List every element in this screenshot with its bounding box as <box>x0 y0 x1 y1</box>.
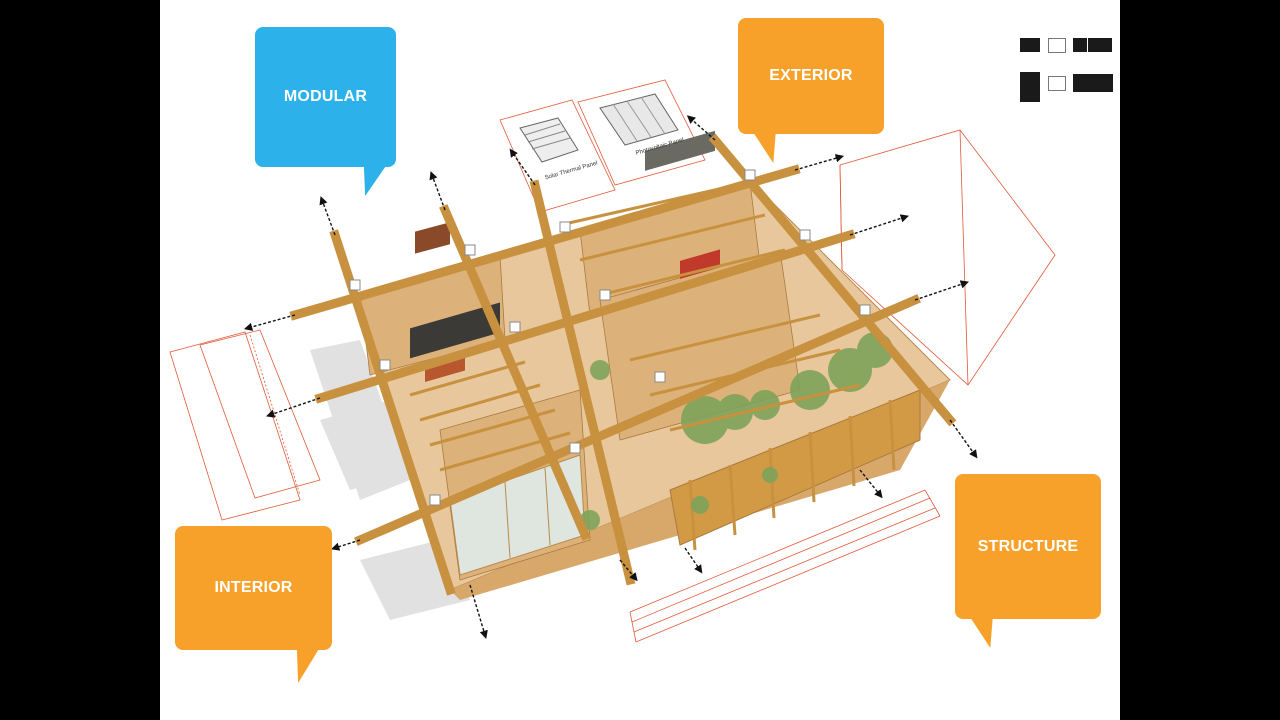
callout-interior-label: INTERIOR <box>214 579 293 596</box>
legend-box <box>1088 38 1112 52</box>
planter-screen <box>669 389 921 551</box>
diagram-canvas: MODULAR EXTERIOR INTERIOR STRUCTURE Sola… <box>160 0 1120 720</box>
explosion-arrows <box>243 115 978 640</box>
callout-structure: STRUCTURE <box>955 474 1101 648</box>
exploded-wall-left <box>169 329 321 521</box>
legend-box <box>1020 38 1040 52</box>
beam-connectors <box>349 169 871 506</box>
structural-beams <box>289 133 957 596</box>
exploded-wall-right <box>839 129 1056 386</box>
legend-box <box>1020 72 1040 102</box>
callout-modular: MODULAR <box>255 27 396 196</box>
legend-box <box>1073 38 1087 52</box>
legend-box <box>1048 76 1066 91</box>
callout-exterior-label: EXTERIOR <box>769 67 853 84</box>
callout-structure-label: STRUCTURE <box>977 537 1079 555</box>
callout-exterior: EXTERIOR <box>738 18 884 163</box>
interior-furniture <box>410 130 720 383</box>
exploded-deck-slats <box>629 489 941 643</box>
exploded-house-diagram <box>169 79 1056 643</box>
solar-thermal-panel <box>499 99 616 213</box>
plants <box>580 332 893 530</box>
legend-box <box>1073 74 1113 92</box>
callout-interior: INTERIOR <box>175 526 332 683</box>
legend-box <box>1048 38 1066 53</box>
callout-modular-label: MODULAR <box>283 88 368 105</box>
mini-flow-legend <box>1020 38 1114 104</box>
